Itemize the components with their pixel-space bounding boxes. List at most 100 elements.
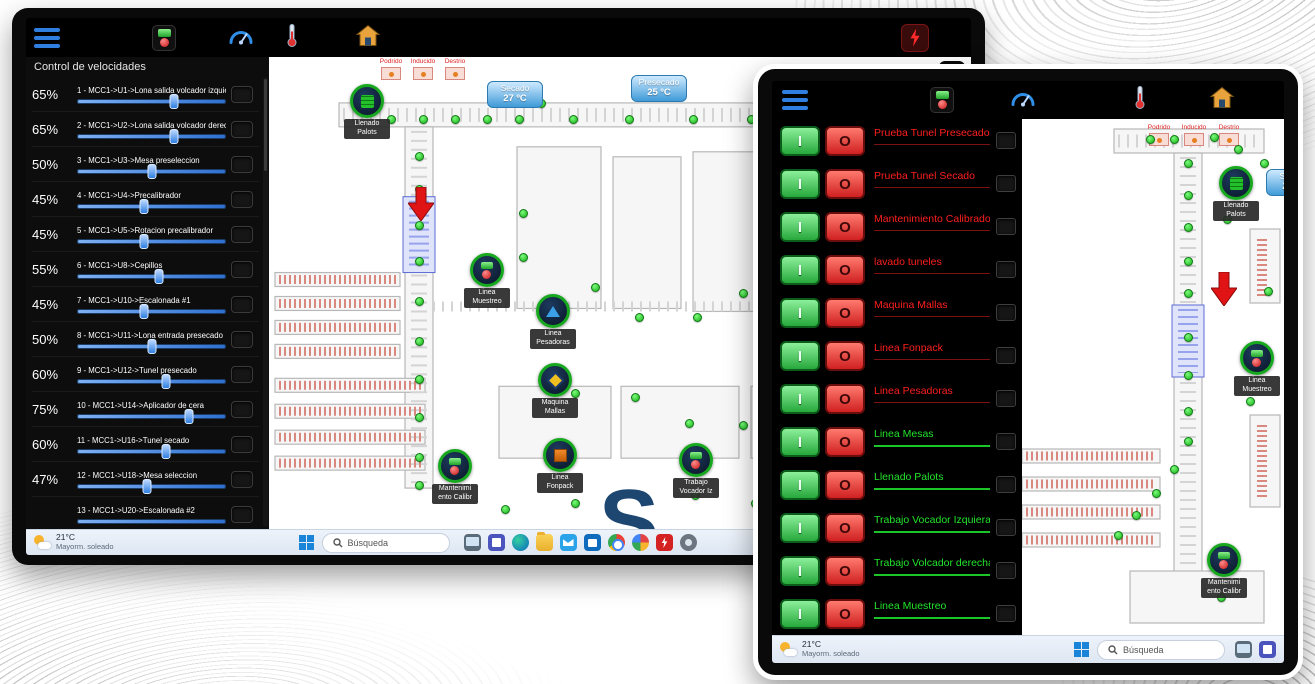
- menu-icon[interactable]: [782, 90, 808, 110]
- stop-button[interactable]: O: [825, 169, 865, 199]
- speed-checkbox[interactable]: [231, 506, 253, 523]
- start-button[interactable]: I: [780, 255, 820, 285]
- slider-handle[interactable]: [140, 234, 149, 249]
- speed-slider[interactable]: [77, 309, 226, 314]
- switch-checkbox[interactable]: [996, 261, 1016, 278]
- speed-slider[interactable]: [77, 379, 226, 384]
- machine-llenado-palots[interactable]: Llenado Palots: [1212, 166, 1260, 221]
- home-icon[interactable]: [1210, 87, 1234, 114]
- settings-icon[interactable]: [680, 534, 697, 551]
- start-button[interactable]: I: [780, 126, 820, 156]
- machine-mantenimiento-calibrador[interactable]: Mantenimi ento Calibr: [431, 449, 479, 504]
- thermometer-icon[interactable]: [286, 23, 298, 52]
- speed-slider[interactable]: [77, 449, 226, 454]
- mail-icon[interactable]: [560, 534, 577, 551]
- slider-handle[interactable]: [140, 304, 149, 319]
- start-button[interactable]: I: [780, 384, 820, 414]
- slider-handle[interactable]: [162, 444, 171, 459]
- machine-state-icon[interactable]: [152, 25, 176, 51]
- switch-checkbox[interactable]: [996, 175, 1016, 192]
- speed-checkbox[interactable]: [231, 226, 253, 243]
- speed-slider[interactable]: [77, 134, 226, 139]
- speed-slider[interactable]: [77, 414, 226, 419]
- speed-checkbox[interactable]: [231, 331, 253, 348]
- switch-checkbox[interactable]: [996, 132, 1016, 149]
- start-button[interactable]: I: [780, 427, 820, 457]
- switch-checkbox[interactable]: [996, 476, 1016, 493]
- stop-button[interactable]: O: [825, 427, 865, 457]
- speed-checkbox[interactable]: [231, 156, 253, 173]
- windows-start-icon[interactable]: [299, 535, 314, 550]
- folder-icon[interactable]: [536, 534, 553, 551]
- edge-icon[interactable]: [512, 534, 529, 551]
- stop-button[interactable]: O: [825, 470, 865, 500]
- start-button[interactable]: I: [780, 556, 820, 586]
- speed-slider[interactable]: [77, 169, 226, 174]
- switch-checkbox[interactable]: [996, 433, 1016, 450]
- speed-checkbox[interactable]: [231, 121, 253, 138]
- teams-icon[interactable]: [488, 534, 505, 551]
- speed-gauge-icon[interactable]: [1010, 88, 1036, 113]
- slider-handle[interactable]: [147, 339, 156, 354]
- start-button[interactable]: I: [780, 341, 820, 371]
- slider-handle[interactable]: [169, 129, 178, 144]
- home-icon[interactable]: [356, 24, 380, 51]
- alarm-icon[interactable]: [901, 24, 929, 52]
- stop-button[interactable]: O: [825, 341, 865, 371]
- speed-slider[interactable]: [77, 344, 226, 349]
- machine-linea-pesadoras[interactable]: Linea Pesadoras: [529, 294, 577, 349]
- scada-app-icon[interactable]: [656, 534, 673, 551]
- start-button[interactable]: I: [780, 169, 820, 199]
- speed-checkbox[interactable]: [231, 86, 253, 103]
- speed-slider[interactable]: [77, 204, 226, 209]
- stop-button[interactable]: O: [825, 255, 865, 285]
- switch-checkbox[interactable]: [996, 304, 1016, 321]
- weather-widget[interactable]: 21°CMayorm. soleado: [780, 640, 860, 658]
- switch-checkbox[interactable]: [996, 218, 1016, 235]
- speed-gauge-icon[interactable]: [228, 25, 254, 50]
- machine-trabajo-volcador-izq[interactable]: Trabajo Vocador Iz: [672, 443, 720, 498]
- teams-icon[interactable]: [1259, 641, 1276, 658]
- speed-checkbox[interactable]: [231, 261, 253, 278]
- slider-handle[interactable]: [147, 164, 156, 179]
- start-button[interactable]: I: [780, 298, 820, 328]
- photos-icon[interactable]: [632, 534, 649, 551]
- speed-slider[interactable]: [77, 274, 226, 279]
- machine-state-icon[interactable]: [930, 87, 954, 113]
- switch-checkbox[interactable]: [996, 390, 1016, 407]
- stop-button[interactable]: O: [825, 298, 865, 328]
- stop-button[interactable]: O: [825, 384, 865, 414]
- speed-checkbox[interactable]: [231, 436, 253, 453]
- stop-button[interactable]: O: [825, 126, 865, 156]
- machine-llenado-palots[interactable]: Llenado Palots: [343, 84, 391, 139]
- speed-checkbox[interactable]: [231, 191, 253, 208]
- desktop-icon[interactable]: [464, 534, 481, 551]
- switch-checkbox[interactable]: [996, 605, 1016, 622]
- panel-scrollbar[interactable]: [263, 77, 268, 527]
- slider-handle[interactable]: [140, 199, 149, 214]
- thermometer-icon[interactable]: [1134, 86, 1146, 115]
- taskbar-search[interactable]: Búsqueda: [1097, 640, 1225, 660]
- slider-handle[interactable]: [143, 479, 152, 494]
- machine-linea-muestreo[interactable]: Linea Muestreo: [1233, 341, 1281, 396]
- taskbar-search[interactable]: Búsqueda: [322, 533, 450, 553]
- switch-checkbox[interactable]: [996, 519, 1016, 536]
- stop-button[interactable]: O: [825, 513, 865, 543]
- desktop-icon[interactable]: [1235, 641, 1252, 658]
- speed-slider[interactable]: [77, 519, 226, 524]
- speed-checkbox[interactable]: [231, 366, 253, 383]
- machine-linea-muestreo[interactable]: Linea Muestreo: [463, 253, 511, 308]
- slider-handle[interactable]: [162, 374, 171, 389]
- speed-slider[interactable]: [77, 239, 226, 244]
- slider-handle[interactable]: [184, 409, 193, 424]
- slider-handle[interactable]: [169, 94, 178, 109]
- speed-checkbox[interactable]: [231, 296, 253, 313]
- switch-checkbox[interactable]: [996, 347, 1016, 364]
- start-button[interactable]: I: [780, 513, 820, 543]
- menu-icon[interactable]: [34, 28, 60, 48]
- machine-maquina-mallas[interactable]: Maquina Mallas: [531, 363, 579, 418]
- weather-widget[interactable]: 21°CMayorm. soleado: [34, 533, 114, 551]
- start-button[interactable]: I: [780, 599, 820, 629]
- stop-button[interactable]: O: [825, 599, 865, 629]
- start-button[interactable]: I: [780, 212, 820, 242]
